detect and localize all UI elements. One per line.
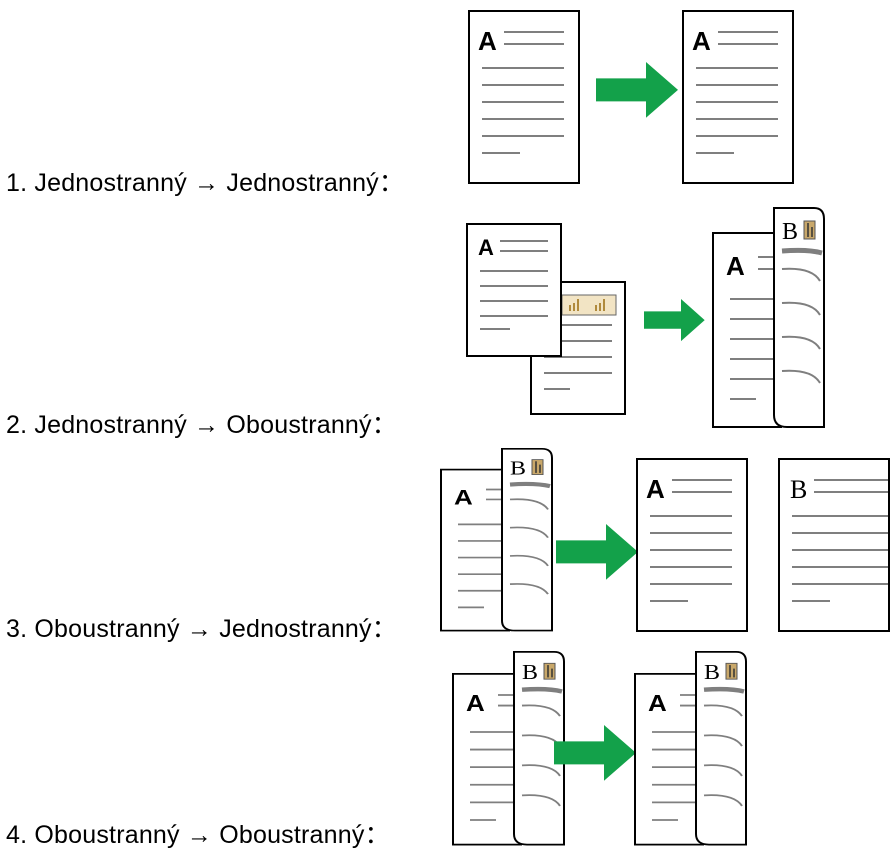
simplex-to-simplex-diagram [468, 10, 794, 184]
item-1-label: 1. Jednostranný → Jednostranný： [6, 169, 405, 197]
arrow-icon [554, 725, 636, 781]
item-2-label: 2. Jednostranný → Oboustranný： [6, 411, 397, 439]
duplex-to-duplex-diagram [452, 651, 752, 851]
item-4-label: 4. Oboustranný → Oboustranný： [6, 821, 390, 849]
duplex-to-simplex-diagram: B [440, 448, 890, 638]
arrow-icon [556, 524, 638, 580]
simplex-to-duplex-diagram: A [466, 205, 826, 433]
svg-text:B: B [790, 475, 807, 504]
arrow-icon [644, 299, 705, 342]
item-3-label: 3. Oboustranný → Jednostranný： [6, 615, 397, 643]
arrow-icon [596, 62, 678, 118]
svg-text:A: A [478, 235, 494, 260]
